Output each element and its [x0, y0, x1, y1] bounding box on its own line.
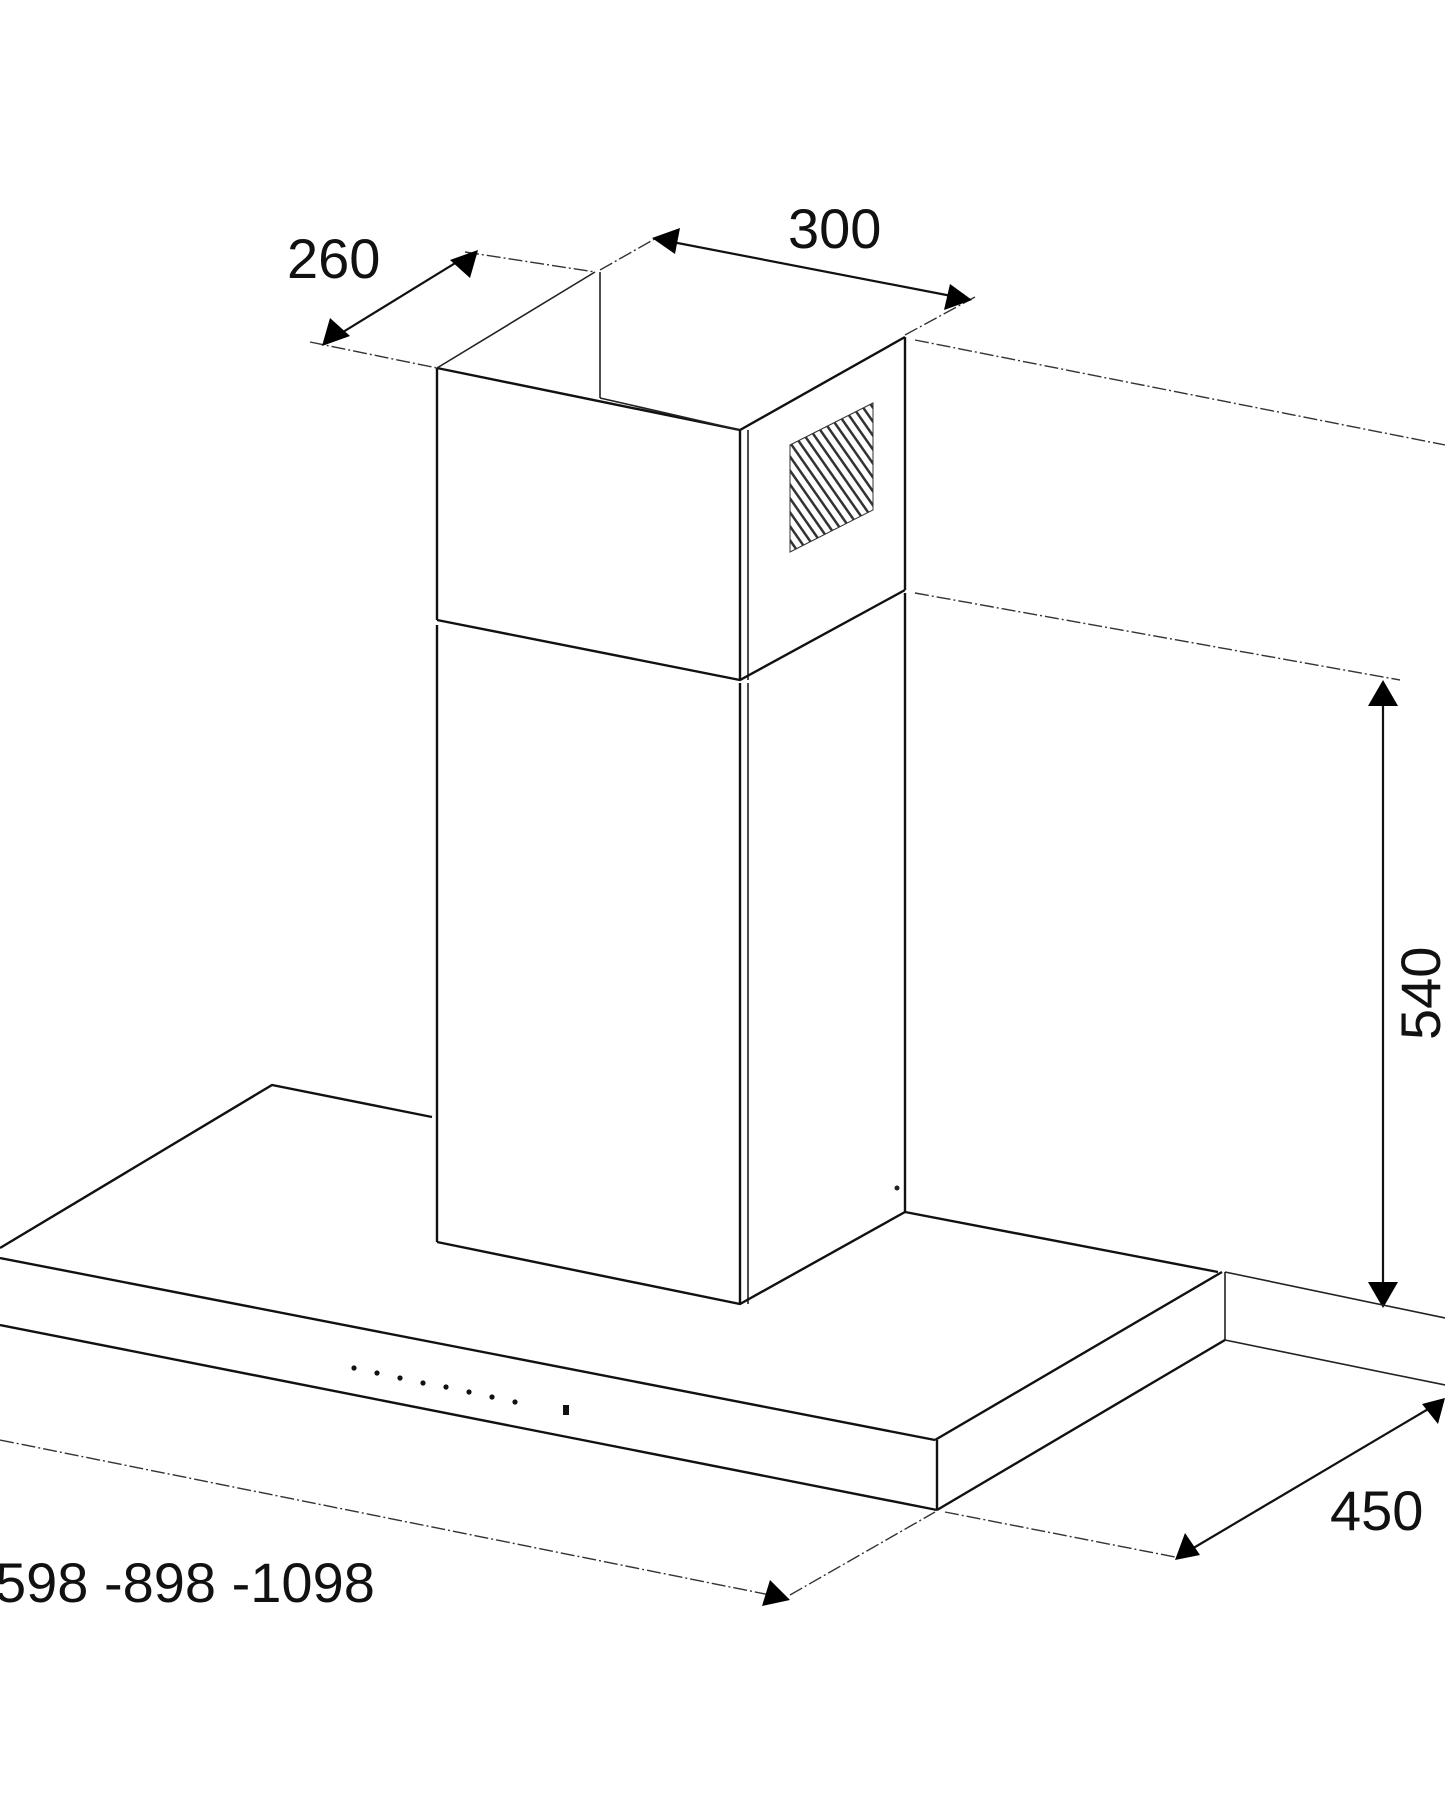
- control-buttons: [351, 1365, 569, 1415]
- vent-grille-icon: [789, 402, 874, 553]
- chimney-upper: [435, 271, 907, 682]
- label-540: 540: [1389, 947, 1445, 1040]
- label-260: 260: [287, 227, 380, 290]
- chimney-lower: [435, 593, 907, 1306]
- dimension-width: 598 -898 -1098: [0, 1439, 936, 1614]
- dimension-260: 260: [287, 227, 596, 369]
- label-450: 450: [1330, 1479, 1423, 1542]
- label-598-898-1098: 598 -898 -1098: [0, 1551, 375, 1614]
- canopy: [0, 1083, 1226, 1512]
- dimension-450: 450: [944, 1339, 1445, 1560]
- dimension-540: 540: [1224, 680, 1445, 1319]
- dimension-300: 300: [599, 197, 976, 336]
- label-300: 300: [788, 197, 881, 260]
